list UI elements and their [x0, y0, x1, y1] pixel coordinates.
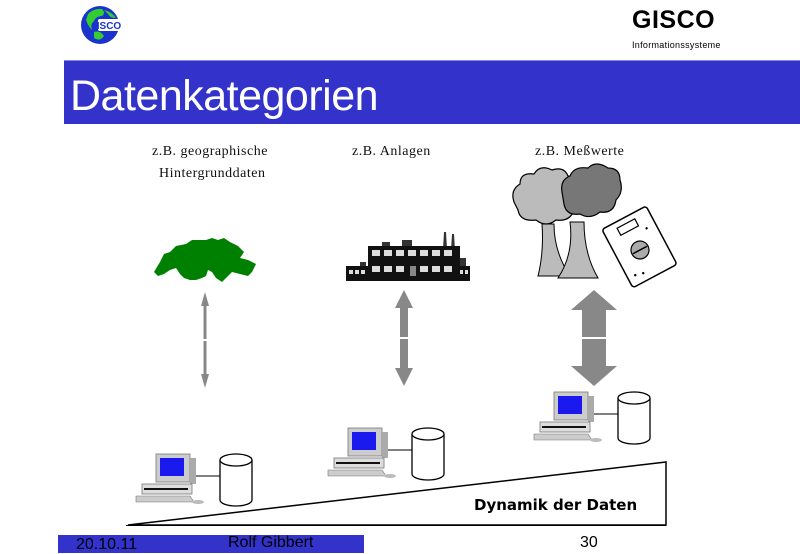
slide-title: Datenkategorien	[70, 72, 379, 120]
double-arrow-thick-icon	[571, 290, 617, 386]
footer-author: Rolf Gibbert	[228, 534, 314, 551]
trees-and-meter-icon	[512, 163, 677, 288]
page-number: 30	[580, 534, 598, 551]
brand-name: GISCO	[632, 6, 716, 34]
workstation-database-icon-high	[532, 388, 662, 448]
category-geo-label-line2: Hintergrunddaten	[159, 166, 266, 181]
title-bar	[64, 60, 800, 124]
dynamics-axis-label: Dynamik der Daten	[474, 496, 638, 514]
footer-bar	[58, 535, 364, 553]
gisco-globe-logo-icon: ISCO	[81, 6, 122, 44]
factory-icon	[346, 232, 470, 281]
double-arrow-medium-icon	[395, 290, 413, 386]
switzerland-map-icon	[154, 238, 256, 282]
dynamics-wedge-axis	[127, 461, 667, 526]
category-facilities-label: z.B. Anlagen	[352, 144, 431, 159]
logo-text: ISCO	[97, 21, 122, 32]
double-arrow-thin-icon	[201, 292, 209, 388]
category-geo-label: z.B. geographische	[152, 144, 268, 159]
footer-divider	[126, 525, 666, 526]
category-measurements-label: z.B. Meßwerte	[535, 144, 625, 159]
footer-date: 20.10.11	[76, 536, 138, 553]
brand-subtitle: Informationssysteme	[632, 40, 721, 50]
